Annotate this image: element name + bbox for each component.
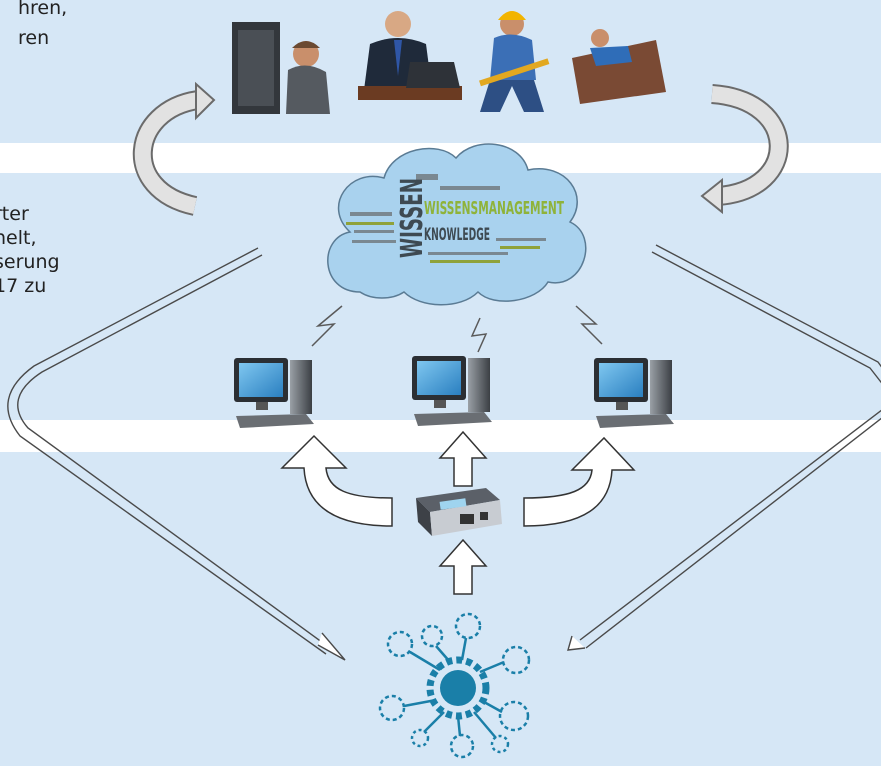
block-arrow-up-bottom <box>438 538 488 595</box>
text-top-line-1: hren, <box>18 0 68 19</box>
desktop-computer-icon-right <box>594 358 674 428</box>
cloud-word-wissensmanagement: WISSENSMANAGEMENT <box>424 198 564 219</box>
text-mid-line-3: serung <box>0 251 60 273</box>
block-arrow-right-curved <box>523 436 636 527</box>
lightning-bolt-icon-right <box>575 305 603 345</box>
text-mid-line-2: nelt, <box>0 227 37 249</box>
block-arrow-up-center <box>438 430 488 487</box>
desktop-computer-icon-center <box>412 356 492 426</box>
left-curved-arrow-icon <box>132 81 216 216</box>
construction-worker-figure <box>479 11 550 112</box>
lower-band-divider <box>0 420 881 452</box>
welder-figure <box>572 29 666 104</box>
industry-gear-network-icon <box>378 612 531 759</box>
knowledge-cloud <box>327 143 587 306</box>
text-top-line-2: ren <box>18 27 50 49</box>
cloud-word-knowledge: KNOWLEDGE <box>424 225 490 245</box>
text-mid-line-4: 17 zu <box>0 275 47 297</box>
lightning-bolt-icon-center <box>470 317 488 353</box>
word-cloud-filler <box>346 174 546 263</box>
cloud-word-wissen: WISSEN <box>395 178 430 258</box>
left-outer-arrow <box>7 247 346 661</box>
lightning-bolt-icon-left <box>311 305 343 347</box>
gateway-device-icon <box>416 488 502 536</box>
block-arrow-left-curved <box>280 434 393 527</box>
worker-at-cabinet-figure <box>232 22 330 114</box>
desktop-computer-icon-left <box>234 358 314 428</box>
text-mid-line-1: rter <box>0 203 29 225</box>
right-curved-arrow-icon <box>700 84 789 215</box>
right-outer-arrow <box>567 244 881 651</box>
businessman-at-desk-figure <box>358 11 462 100</box>
